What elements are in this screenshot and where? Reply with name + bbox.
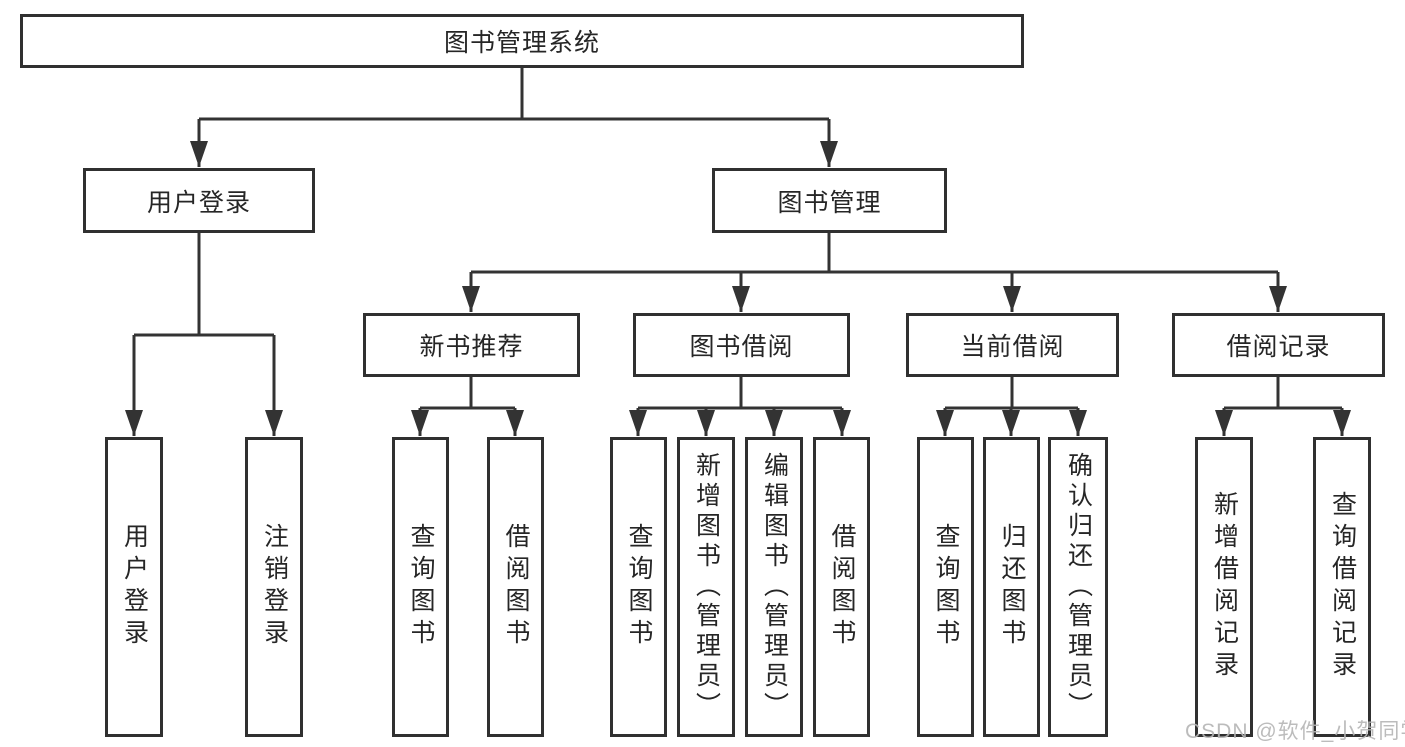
watermark: CSDN @软件_小贺同学 xyxy=(1185,720,1405,743)
node-library-management-system: 图书管理系统 xyxy=(20,14,1024,68)
leaf-bb-edit-books-admin: 编辑图书（管理员） xyxy=(745,437,803,737)
leaf-logout: 注销登录 xyxy=(245,437,303,737)
leaf-cb-confirm-return-admin: 确认归还（管理员） xyxy=(1048,437,1108,737)
node-current-borrow: 当前借阅 xyxy=(906,313,1119,377)
node-borrow-records: 借阅记录 xyxy=(1172,313,1385,377)
node-label: 用户登录 xyxy=(146,188,251,217)
node-label: 查询图书 xyxy=(932,523,960,651)
node-book-borrow: 图书借阅 xyxy=(633,313,850,377)
node-label: 借阅记录 xyxy=(1226,333,1331,361)
leaf-user-login: 用户登录 xyxy=(105,437,163,737)
node-user-login: 用户登录 xyxy=(83,168,315,233)
node-label: 图书管理 xyxy=(777,188,882,217)
leaf-cb-query-books: 查询图书 xyxy=(917,437,974,737)
node-book-management: 图书管理 xyxy=(712,168,947,233)
leaf-nbr-query-books: 查询图书 xyxy=(392,437,449,737)
node-new-book-recommend: 新书推荐 xyxy=(363,313,580,377)
node-label: 查询图书 xyxy=(625,523,653,651)
node-label: 归还图书 xyxy=(998,523,1026,651)
node-label: 借阅图书 xyxy=(828,523,856,651)
leaf-br-add-record: 新增借阅记录 xyxy=(1195,437,1253,737)
leaf-bb-borrow-books: 借阅图书 xyxy=(813,437,870,737)
leaf-nbr-borrow-books: 借阅图书 xyxy=(487,437,544,737)
node-label: 查询借阅记录 xyxy=(1328,491,1357,683)
node-label: 当前借阅 xyxy=(960,333,1065,361)
node-label: 图书管理系统 xyxy=(443,29,600,57)
leaf-bb-query-books: 查询图书 xyxy=(610,437,667,737)
leaf-br-query-record: 查询借阅记录 xyxy=(1313,437,1371,737)
node-label: 确认归还（管理员） xyxy=(1064,452,1093,722)
node-label: 新书推荐 xyxy=(419,333,524,361)
node-label: 用户登录 xyxy=(120,523,149,651)
node-label: 借阅图书 xyxy=(502,523,530,651)
node-label: 新增图书（管理员） xyxy=(692,452,721,722)
leaf-bb-add-books-admin: 新增图书（管理员） xyxy=(677,437,735,737)
node-label: 编辑图书（管理员） xyxy=(760,452,789,722)
leaf-cb-return-books: 归还图书 xyxy=(983,437,1040,737)
node-label: 查询图书 xyxy=(407,523,435,651)
node-label: 新增借阅记录 xyxy=(1210,491,1239,683)
node-label: 注销登录 xyxy=(260,523,289,651)
node-label: 图书借阅 xyxy=(689,333,794,361)
